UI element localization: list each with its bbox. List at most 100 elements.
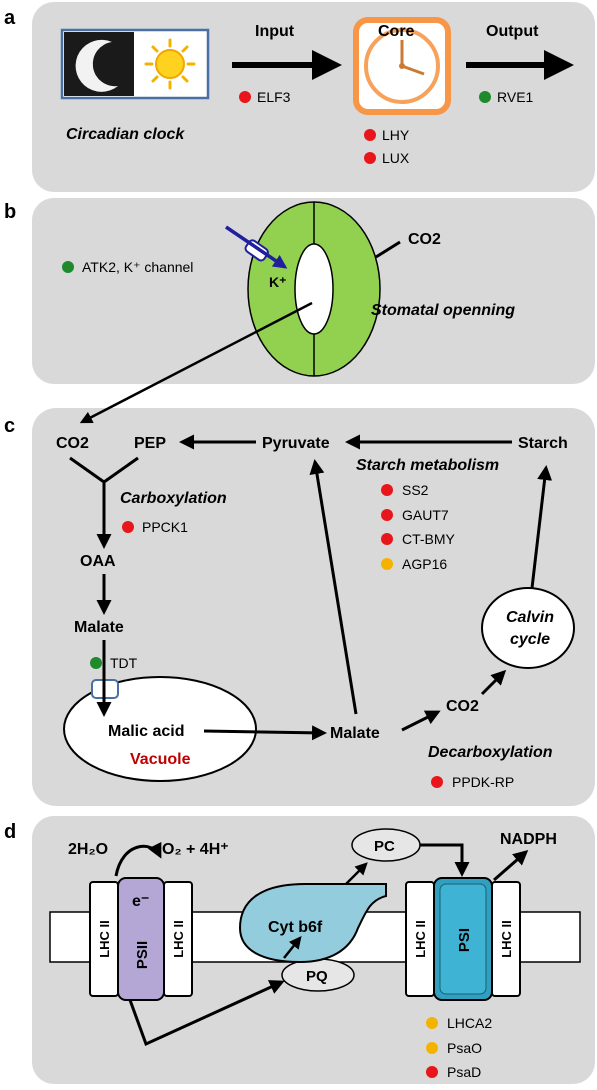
lhcii-label-2: LHC II <box>171 920 186 958</box>
psad-dot <box>426 1066 438 1078</box>
agp16-label: AGP16 <box>402 556 447 572</box>
starch-metabolism-title: Starch metabolism <box>356 457 499 474</box>
day-night-icon <box>60 28 210 100</box>
nadph-label: NADPH <box>500 831 557 848</box>
stomata-guard-cells <box>247 201 381 377</box>
co2-entry-line <box>375 240 401 259</box>
lhy-label: LHY <box>382 127 410 143</box>
lux-label: LUX <box>382 150 410 166</box>
decarboxylation-title: Decarboxylation <box>428 744 553 761</box>
atk2-label: ATK2, K⁺ channel <box>82 259 193 275</box>
co2-to-calvin-arrow <box>480 669 507 696</box>
rve1-dot <box>479 91 491 103</box>
lhca2-dot <box>426 1017 438 1029</box>
lhcii-label-1: LHC II <box>97 920 112 958</box>
oaa-label: OAA <box>80 553 116 570</box>
sun-icon <box>144 38 196 90</box>
moon-icon <box>75 39 118 92</box>
lux-dot <box>364 152 376 164</box>
elf3-dot <box>239 91 251 103</box>
malate-to-co2-arrow <box>401 710 441 732</box>
input-label: Input <box>255 23 295 40</box>
psii-label: PSII <box>134 941 151 969</box>
ppdk-rp-dot <box>431 776 443 788</box>
tdt-label: TDT <box>110 655 138 671</box>
lhcii-label-4: LHC II <box>499 920 514 958</box>
vacuole-label: Vacuole <box>130 751 191 768</box>
panel-b-letter: b <box>4 201 16 223</box>
atk2-dot <box>62 261 74 273</box>
psi-to-nadph-arrow <box>493 850 529 882</box>
ss2-label: SS2 <box>402 482 429 498</box>
lhca2-label: LHCA2 <box>447 1015 492 1031</box>
cytb6f-to-pc-arrow <box>345 862 368 885</box>
stomatal-pore <box>294 243 334 335</box>
panel-b: b ATK2, K⁺ channel K⁺ CO2 Stomatal openn… <box>4 198 595 384</box>
clock-icon <box>353 17 451 115</box>
starch-label: Starch <box>518 435 568 452</box>
pq-label: PQ <box>306 968 328 985</box>
ss2-dot <box>381 484 393 496</box>
pyruvate-label: Pyruvate <box>262 435 330 452</box>
cytb6f-label: Cyt b6f <box>268 919 323 936</box>
ct-bmy-dot <box>381 533 393 545</box>
ct-bmy-label: CT-BMY <box>402 531 456 547</box>
calvin-cycle-ellipse <box>481 587 575 669</box>
psao-dot <box>426 1042 438 1054</box>
pc-label: PC <box>374 838 395 855</box>
lhcii-label-3: LHC II <box>413 920 428 958</box>
gaut7-dot <box>381 509 393 521</box>
panel-d-letter: d <box>4 821 16 843</box>
co2-label-b: CO2 <box>408 231 441 248</box>
cytb6f-complex <box>238 883 387 964</box>
elf3-label: ELF3 <box>257 89 291 105</box>
panel-c-letter: c <box>4 415 15 437</box>
co2-diffusion-arrow <box>79 301 313 424</box>
panel-a-letter: a <box>4 7 16 29</box>
rve1-label: RVE1 <box>497 89 534 105</box>
lhcii-right-of-psii <box>163 881 193 997</box>
panel-d: d LHC II e⁻ PSII LHC II 2H₂O O₂ + 4H⁺ PQ… <box>4 816 595 1084</box>
output-label: Output <box>486 23 539 40</box>
malic-acid-export-arrow <box>203 725 327 741</box>
ppck1-label: PPCK1 <box>142 519 188 535</box>
malate-to-pyruvate-arrow <box>309 459 358 715</box>
panel-a: a Input ELF3 <box>4 2 595 192</box>
lhcii-right-of-psi <box>491 881 521 997</box>
psii-to-pq-arrow <box>128 980 285 1047</box>
water-splitting-arrow <box>114 841 162 877</box>
circadian-clock-title: Circadian clock <box>66 126 185 143</box>
co2-label: CO2 <box>56 435 89 452</box>
k-plus-label: K⁺ <box>269 274 287 290</box>
core-label: Core <box>378 23 415 40</box>
carboxylation-title: Carboxylation <box>120 490 227 507</box>
cycle-label: cycle <box>510 631 550 648</box>
psao-label: PsaO <box>447 1040 482 1056</box>
vacuole <box>63 676 257 782</box>
malic-acid-label: Malic acid <box>108 723 184 740</box>
calvin-to-starch-arrow <box>530 465 553 589</box>
lhy-dot <box>364 129 376 141</box>
psad-label: PsaD <box>447 1064 481 1080</box>
oxygen-label: O₂ + 4H⁺ <box>162 841 229 858</box>
ppdk-rp-label: PPDK-RP <box>452 774 514 790</box>
water-label: 2H₂O <box>68 841 108 858</box>
electron-label: e⁻ <box>132 893 149 910</box>
panel-c: c CO2 PEP Pyruvate Starch Starch metabol… <box>4 301 595 806</box>
tdt-dot <box>90 657 102 669</box>
co2-right-label: CO2 <box>446 698 479 715</box>
psi-core <box>439 883 487 995</box>
agp16-dot <box>381 558 393 570</box>
malate-right-label: Malate <box>330 725 380 742</box>
pep-label: PEP <box>134 435 166 452</box>
calvin-label: Calvin <box>506 609 554 626</box>
pc-to-psi-arrow <box>420 843 470 877</box>
malate-left-label: Malate <box>74 619 124 636</box>
gaut7-label: GAUT7 <box>402 507 449 523</box>
k-influx-arrow <box>225 225 288 269</box>
ppck1-dot <box>122 521 134 533</box>
pq-to-cytb6f-arrow <box>283 936 302 959</box>
psi-label: PSI <box>456 928 473 952</box>
stomatal-opening-title: Stomatal openning <box>371 302 515 319</box>
